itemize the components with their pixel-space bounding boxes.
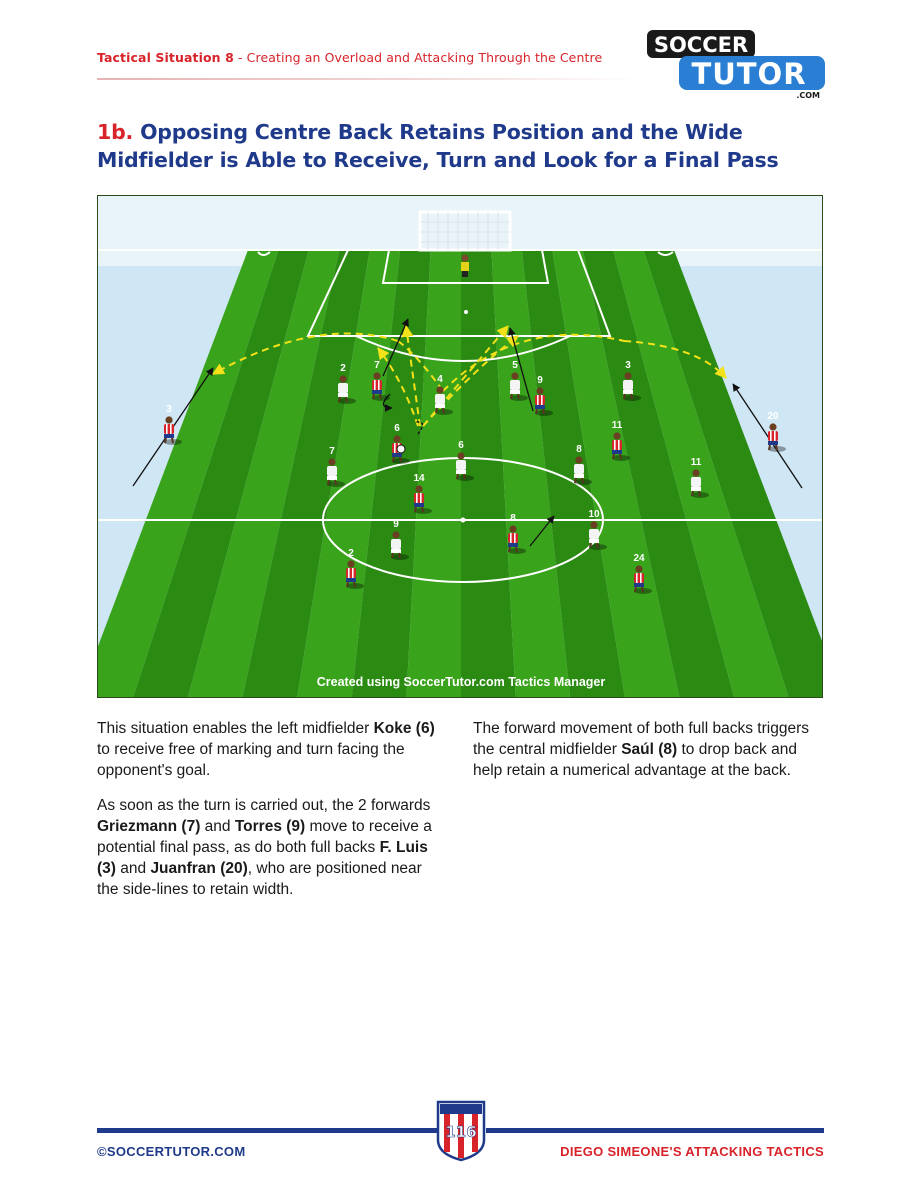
player-number: 2 <box>348 548 354 559</box>
footer-book-title: DIEGO SIMEONE'S ATTACKING TACTICS <box>560 1144 824 1159</box>
attacking-player: 20 <box>767 411 786 452</box>
attacking-player: 8 <box>508 513 526 554</box>
attacking-player: 2 <box>346 548 364 589</box>
grass-stripe <box>491 250 571 697</box>
attacking-player: 24 <box>633 553 652 594</box>
grass-stripe <box>552 250 680 697</box>
diagram-title: 1b. Opposing Centre Back Retains Positio… <box>97 118 837 174</box>
grass-stripe <box>133 250 309 697</box>
player-number: 3 <box>166 404 172 415</box>
attacking-player: 3 <box>164 404 182 445</box>
defending-player: 10 <box>588 509 607 550</box>
goal <box>418 210 512 252</box>
defending-player: 4 <box>435 374 453 415</box>
paragraph: As soon as the turn is carried out, the … <box>97 797 432 898</box>
player-number: 6 <box>394 423 400 434</box>
text-column-right: The forward movement of both full backs … <box>473 718 823 795</box>
player-number: 6 <box>458 440 464 451</box>
player-number: 10 <box>588 509 600 520</box>
player-number: 20 <box>767 411 779 422</box>
diagram-number: 1b. <box>97 120 134 144</box>
attacking-player: 9 <box>535 375 553 416</box>
defending-player: 6 <box>456 440 474 481</box>
page-number-badge: 116 <box>436 1100 486 1162</box>
grass-stripe <box>461 250 516 697</box>
footer-rule-right <box>486 1128 824 1133</box>
defending-player: 7 <box>327 446 345 487</box>
attacking-player: 7 <box>372 360 390 401</box>
defending-player: 8 <box>574 444 592 485</box>
player-number: 11 <box>691 457 702 468</box>
attacking-player: 11 <box>612 420 630 461</box>
grass-stripes <box>98 250 822 697</box>
defending-player: 9 <box>391 519 409 560</box>
header-separator: - <box>233 50 247 65</box>
grass-stripe <box>406 250 461 697</box>
pass-arrows <box>211 324 727 427</box>
grass-stripe <box>187 250 340 697</box>
player-number: 9 <box>393 519 399 530</box>
defending-player: 2 <box>338 363 356 404</box>
player-number: 14 <box>413 473 425 484</box>
tactics-diagram: 2 7 5 3 4 9 3 6 11 20 7 6 8 11 14 9 8 10 2 24 Created using… <box>97 195 823 698</box>
player-number: 3 <box>625 360 631 371</box>
attacking-player: 6 <box>392 423 410 464</box>
soccertutor-logo: SOCCER TUTOR .COM <box>647 30 825 100</box>
logo-suffix: .COM <box>796 91 820 100</box>
pitch-svg: 2 7 5 3 4 9 3 6 11 20 7 6 8 11 14 9 8 10 2 24 Created using… <box>98 196 822 697</box>
footer-copyright: ©SOCCERTUTOR.COM <box>97 1144 246 1159</box>
logo-line1: SOCCER <box>654 33 748 57</box>
player-number: 5 <box>512 360 518 371</box>
page-number: 116 <box>445 1123 476 1141</box>
footer-rule-left <box>97 1128 437 1133</box>
grass-stripe <box>242 250 370 697</box>
grass-stripe <box>98 250 279 697</box>
defending-player: 5 <box>510 360 528 401</box>
grass-stripe <box>297 250 401 697</box>
diagram-title-text: Opposing Centre Back Retains Position an… <box>97 120 779 172</box>
grass-stripe <box>613 250 789 697</box>
grass-stripe <box>521 250 625 697</box>
player-number: 9 <box>537 375 543 386</box>
header-rule <box>97 78 637 80</box>
ball <box>396 444 406 454</box>
player-number: 24 <box>633 553 645 564</box>
player-number: 8 <box>576 444 582 455</box>
running-header: Tactical Situation 8 - Creating an Overl… <box>97 50 602 65</box>
situation-subtitle: Creating an Overload and Attacking Throu… <box>246 50 603 65</box>
paragraph: The forward movement of both full backs … <box>473 720 809 779</box>
player-number: 7 <box>329 446 335 457</box>
logo-line2: TUTOR <box>691 57 806 91</box>
defending-player: 3 <box>623 360 641 401</box>
grass-stripe <box>643 250 822 697</box>
player-number: 7 <box>374 360 380 371</box>
text-column-left: This situation enables the left midfield… <box>97 718 447 914</box>
diagram-credit: Created using SoccerTutor.com Tactics Ma… <box>317 675 606 689</box>
situation-label: Tactical Situation 8 <box>97 50 234 65</box>
grass-stripe <box>582 250 735 697</box>
player-number: 11 <box>612 420 623 431</box>
player-number: 4 <box>437 374 443 385</box>
paragraph: This situation enables the left midfield… <box>97 720 435 779</box>
defending-player: 11 <box>691 457 709 498</box>
players-layer: 2 7 5 3 4 9 3 6 11 20 7 6 8 11 14 9 8 10 2 24 <box>164 360 786 594</box>
attacking-player: 14 <box>413 473 432 514</box>
player-number: 8 <box>510 513 516 524</box>
goalkeeper <box>461 254 469 277</box>
player-number: 2 <box>340 363 346 374</box>
